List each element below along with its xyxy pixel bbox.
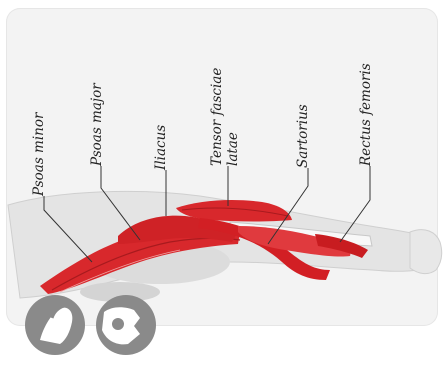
label-sartorius: Sartorius: [296, 104, 311, 168]
label-psoas-major: Psoas major: [90, 83, 105, 166]
label-rectus-femoris: Rectus femoris: [359, 63, 374, 166]
label-psoas-minor: Psoas minor: [32, 113, 47, 196]
label-tensor-fasciae-latae-line2: latae: [226, 132, 241, 166]
label-iliacus: Iliacus: [154, 125, 169, 170]
label-tensor-fasciae-latae-line1: Tensor fasciae: [210, 68, 225, 166]
anatomy-logo-icon: [25, 295, 156, 355]
